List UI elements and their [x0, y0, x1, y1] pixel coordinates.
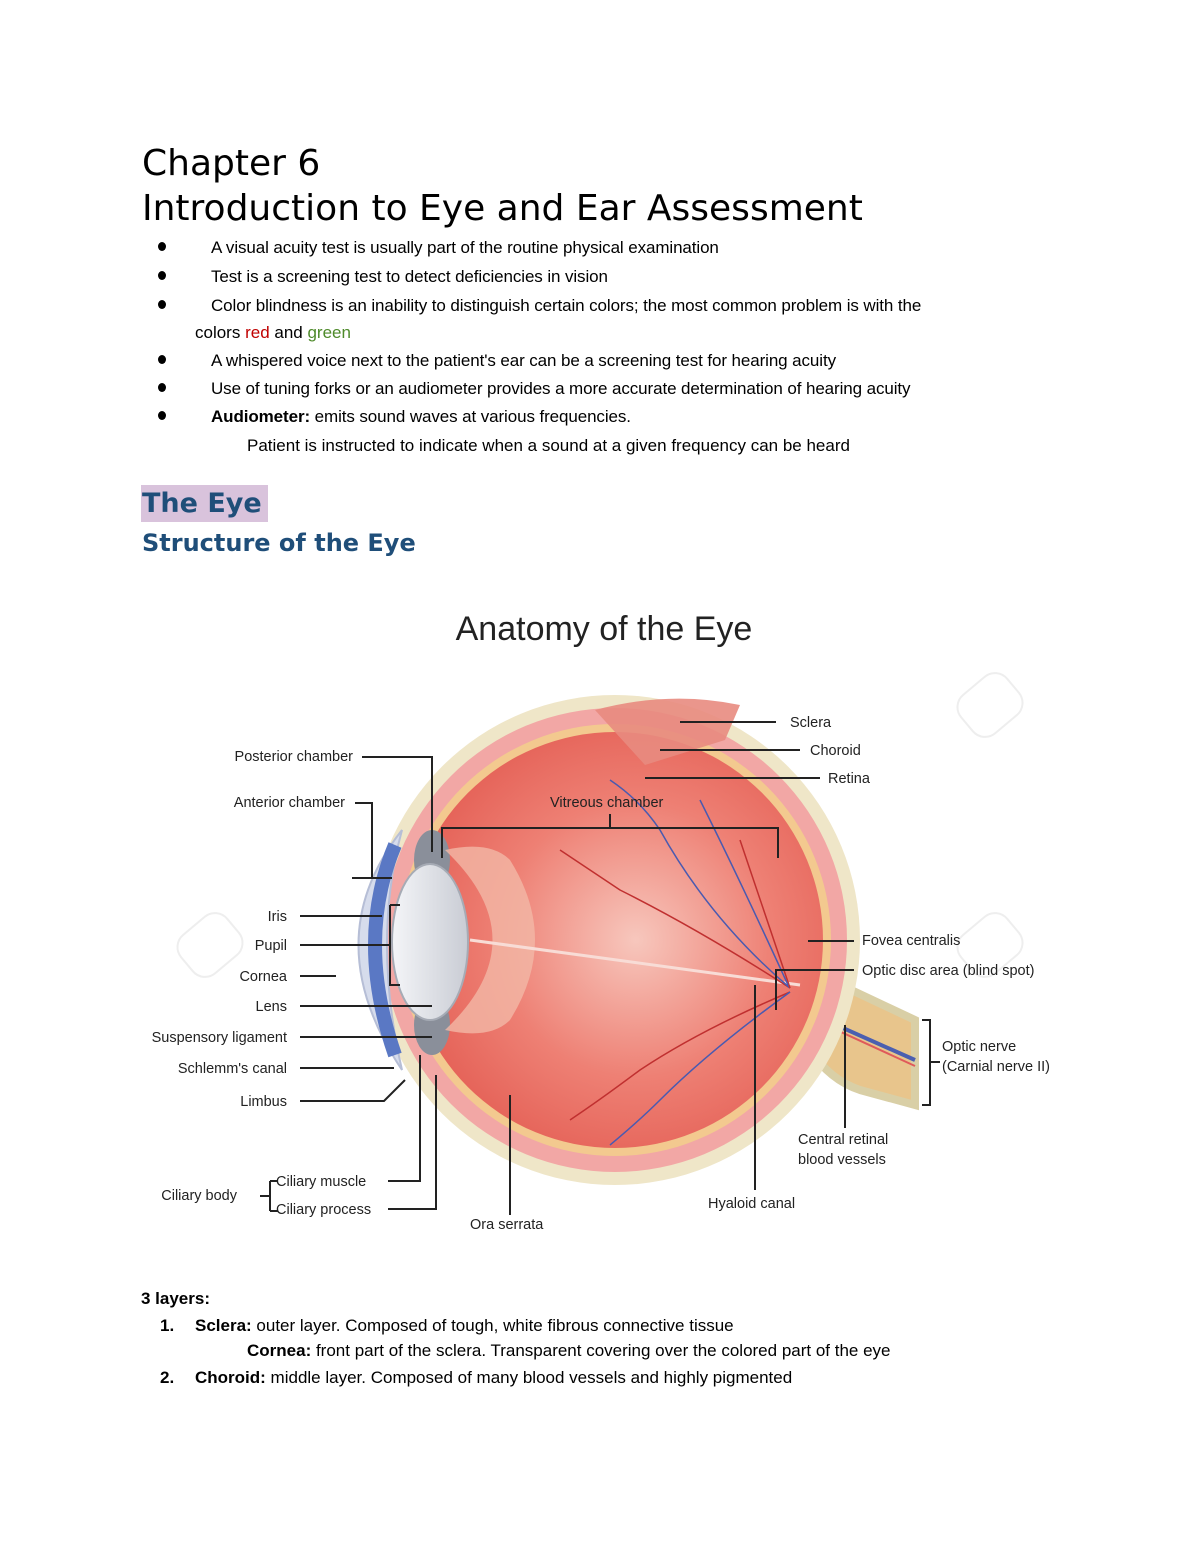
label-cornea: Cornea: [239, 969, 287, 985]
eye-diagram: Anatomy of the Eye: [152, 610, 1050, 1233]
term-bold: Cornea:: [247, 1341, 312, 1360]
text-span: middle layer. Composed of many blood ves…: [265, 1368, 793, 1387]
bullet-text: A visual acuity test is usually part of …: [211, 238, 719, 257]
text-span: emits sound waves at various frequencies…: [310, 407, 631, 426]
term-bold: Audiometer:: [211, 407, 311, 426]
chapter-heading: Chapter 6: [142, 143, 321, 184]
list-number: 1.: [160, 1316, 175, 1335]
text-span: front part of the sclera. Transparent co…: [311, 1341, 891, 1360]
section-heading: The Eye: [141, 485, 268, 522]
label-retina: Retina: [828, 771, 871, 787]
label-ciliary-muscle: Ciliary muscle: [276, 1174, 366, 1190]
bullet-icon: [158, 411, 166, 420]
bullet-icon: [158, 242, 166, 251]
label-pupil: Pupil: [255, 938, 287, 954]
label-vitreous-chamber: Vitreous chamber: [550, 795, 664, 811]
label-hyaloid-canal: Hyaloid canal: [708, 1196, 795, 1212]
text-span: colors: [195, 323, 246, 342]
label-iris: Iris: [268, 909, 287, 925]
page-title: Introduction to Eye and Ear Assessment: [142, 188, 863, 229]
label-ora-serrata: Ora serrata: [470, 1217, 544, 1233]
label-central-retinal: Central retinal: [798, 1132, 888, 1148]
label-limbus: Limbus: [240, 1094, 287, 1110]
label-ciliary-body: Ciliary body: [161, 1188, 237, 1204]
bullet-icon: [158, 355, 166, 364]
term-bold: Choroid:: [195, 1368, 266, 1387]
label-fovea-centralis: Fovea centralis: [862, 933, 960, 949]
bullet-icon: [158, 300, 166, 309]
label-choroid: Choroid: [810, 743, 861, 759]
label-posterior-chamber: Posterior chamber: [235, 749, 354, 765]
bullet-text: A whispered voice next to the patient's …: [211, 351, 836, 370]
label-schlemms-canal: Schlemm's canal: [178, 1061, 287, 1077]
section-subheading: Structure of the Eye: [142, 529, 416, 557]
bullet-text: Color blindness is an inability to disti…: [211, 296, 922, 315]
label-sclera: Sclera: [790, 715, 832, 731]
bullet-icon: [158, 383, 166, 392]
red-word: red: [245, 323, 270, 342]
bullet-text: Audiometer: emits sound waves at various…: [211, 407, 631, 427]
eye-anatomy-figure: Anatomy of the Eye: [140, 600, 1060, 1240]
bullet-text: Test is a screening test to detect defic…: [211, 267, 608, 286]
label-cranial-nerve: (Carnial nerve II): [942, 1059, 1050, 1075]
bullet-text: Use of tuning forks or an audiometer pro…: [211, 379, 911, 398]
bullet-subline: Patient is instructed to indicate when a…: [247, 436, 850, 455]
label-lens: Lens: [256, 999, 287, 1015]
list-subitem: Cornea: front part of the sclera. Transp…: [247, 1340, 891, 1362]
label-optic-nerve: Optic nerve: [942, 1039, 1016, 1055]
layers-label: 3 layers:: [141, 1289, 210, 1308]
bullet-icon: [158, 271, 166, 280]
list-number: 2.: [160, 1368, 175, 1387]
list-text: Choroid: middle layer. Composed of many …: [195, 1367, 792, 1389]
term-bold: Sclera:: [195, 1316, 252, 1335]
green-word: green: [307, 323, 351, 342]
label-anterior-chamber: Anterior chamber: [234, 795, 345, 811]
label-ciliary-process: Ciliary process: [276, 1202, 371, 1218]
text-span: and: [269, 323, 308, 342]
label-suspensory-ligament: Suspensory ligament: [152, 1030, 287, 1046]
list-text: Sclera: outer layer. Composed of tough, …: [195, 1315, 734, 1337]
label-blood-vessels: blood vessels: [798, 1152, 886, 1168]
text-span: outer layer. Composed of tough, white fi…: [251, 1316, 734, 1335]
bullet-continuation: colors red and green: [195, 323, 351, 343]
label-optic-disc: Optic disc area (blind spot): [862, 963, 1034, 979]
figure-title: Anatomy of the Eye: [456, 610, 753, 648]
